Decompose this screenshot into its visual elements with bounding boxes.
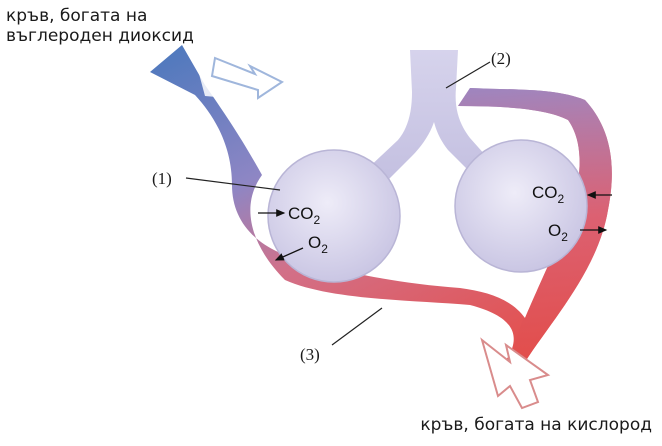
inflow-arrow bbox=[212, 58, 282, 98]
right-alveolus bbox=[455, 140, 587, 272]
caption-top-line-2: въглероден диоксид bbox=[6, 26, 194, 46]
label-3-leader bbox=[332, 308, 382, 345]
caption-deoxygenated-blood: кръв, богата на въглероден диоксид bbox=[6, 6, 194, 46]
label-bronchiole: (2) bbox=[491, 49, 511, 68]
caption-oxygenated-blood: кръв, богата на кислород bbox=[420, 415, 652, 435]
label-alveolus: (1) bbox=[152, 169, 172, 188]
outflow-arrow bbox=[482, 340, 548, 408]
label-capillary: (3) bbox=[300, 345, 320, 364]
caption-top-line-1: кръв, богата на bbox=[6, 6, 194, 26]
